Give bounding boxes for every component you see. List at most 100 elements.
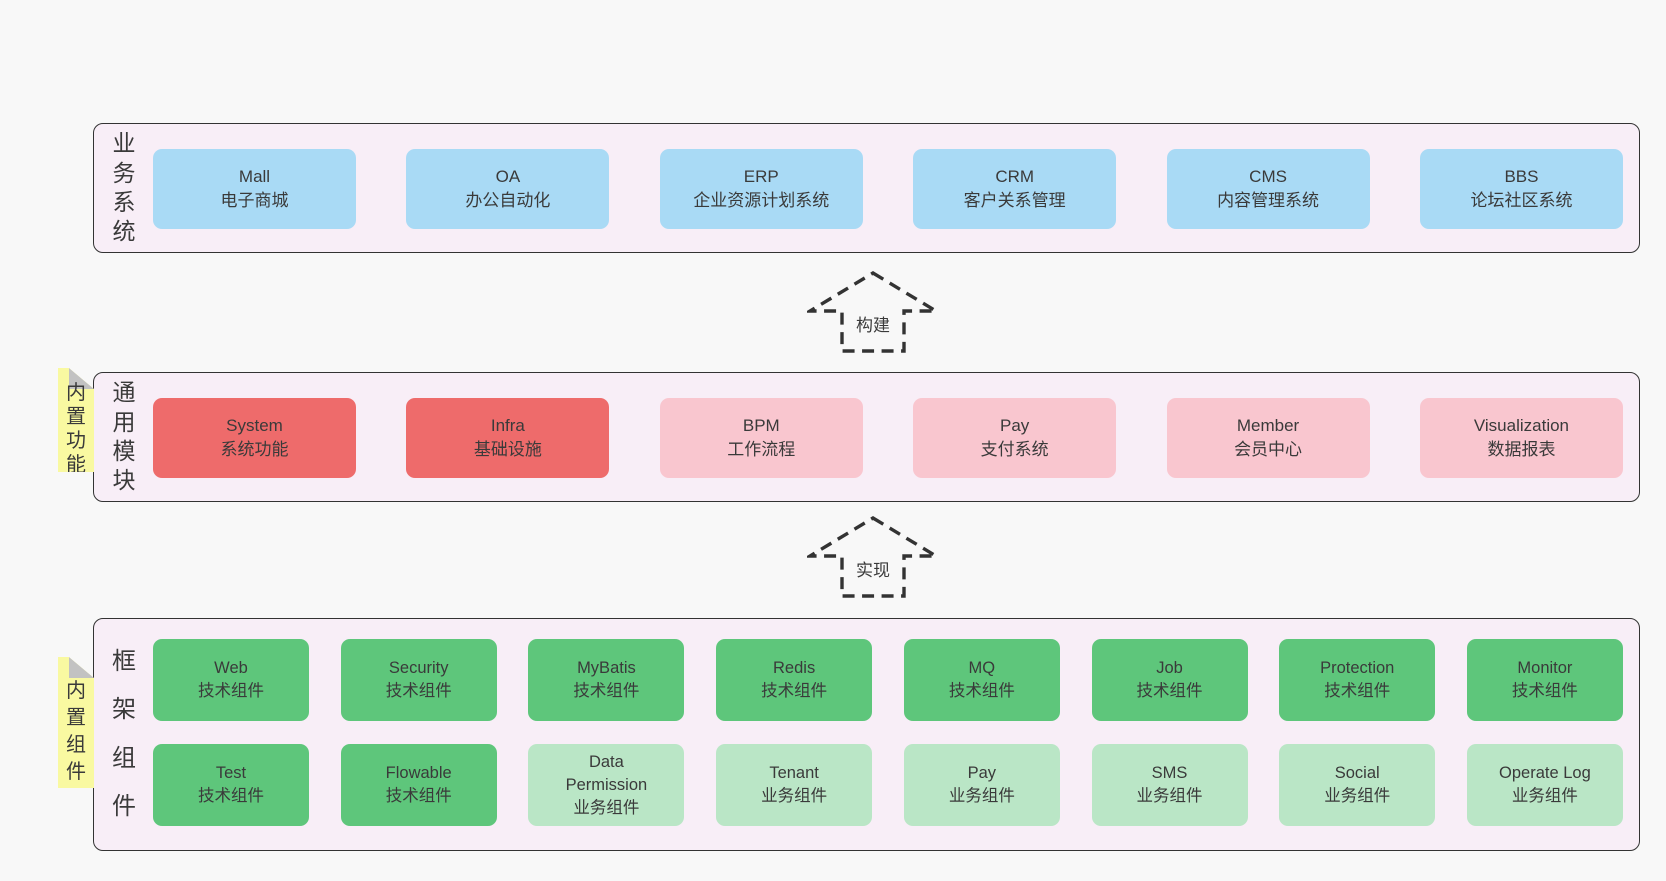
box-test: Test 技术组件 <box>153 744 309 826</box>
vertical-label-char: 能 <box>66 454 86 476</box>
box-text-line: 技术组件 <box>385 682 452 700</box>
box-text-line: 技术组件 <box>198 787 264 805</box>
box-text-line: 技术组件 <box>198 682 264 700</box>
vertical-label-char: 内 <box>66 382 86 404</box>
sticky-note-label: 内置组件 <box>58 678 94 785</box>
vertical-label-char: 统 <box>112 218 136 245</box>
vertical-label-char: 组 <box>112 744 136 772</box>
vertical-label-char: 组 <box>66 734 86 756</box>
layer-label-common-modules: 通用模块 <box>96 373 152 501</box>
box-text-line: ERP <box>743 167 779 186</box>
box-erp: ERP 企业资源计划系统 <box>659 149 863 229</box>
vertical-label-char: 置 <box>66 406 86 428</box>
box-text-line: SMS <box>1151 764 1188 782</box>
implement-arrow: 实现 <box>807 515 939 599</box>
box-text-line: 会员中心 <box>1234 440 1303 459</box>
dashed-up-arrow-icon <box>807 271 939 353</box>
vertical-label-char: 块 <box>112 467 136 494</box>
box-text-line: Protection <box>1320 659 1395 677</box>
vertical-label-char: 内 <box>66 680 86 702</box>
box-text-line: 办公自动化 <box>465 191 551 210</box>
box-text-line: 工作流程 <box>727 440 796 459</box>
box-job: Job 技术组件 <box>1091 639 1248 721</box>
box-text-line: Member <box>1236 416 1300 435</box>
box-crm: CRM 客户关系管理 <box>913 149 1117 229</box>
box-text-line: 企业资源计划系统 <box>693 191 830 210</box>
sticky-note-label: 内置功能 <box>58 382 94 472</box>
vertical-label-char: 置 <box>66 707 86 729</box>
box-text-line: Operate Log <box>1499 764 1591 782</box>
box-text-line: 业务组件 <box>1324 787 1391 805</box>
box-text-line: Web <box>214 659 248 677</box>
box-text-line: System <box>226 416 283 435</box>
box-text-line: Visualization <box>1473 416 1570 435</box>
vertical-label-char: 用 <box>112 408 136 435</box>
box-text-line: Monitor <box>1517 659 1573 677</box>
layer-label-framework-components: 框架组件 <box>96 619 152 850</box>
box-text-line: 技术组件 <box>1136 682 1203 700</box>
box-text-line: Infra <box>490 416 525 435</box>
build-arrow: 构建 <box>807 270 939 354</box>
build-arrow-label: 构建 <box>852 310 894 337</box>
box-text-line: 电子商城 <box>220 191 289 210</box>
box-text-line: Data <box>588 752 624 771</box>
box-text-line: 业务组件 <box>948 787 1015 805</box>
box-text-line: Test <box>215 764 247 782</box>
box-text-line: 技术组件 <box>1324 682 1391 700</box>
box-infra: Infra 基础设施 <box>406 398 610 478</box>
box-text-line: 支付系统 <box>980 440 1049 459</box>
box-text-line: 客户关系管理 <box>963 191 1066 210</box>
box-pay: Pay 业务组件 <box>903 744 1060 826</box>
box-text-line: 技术组件 <box>761 682 828 700</box>
box-text-line: Social <box>1334 764 1380 782</box>
sticky-note-builtin-components: 内置组件 <box>58 657 94 788</box>
box-text-line: Tenant <box>769 764 819 782</box>
vertical-label-char: 模 <box>112 438 136 464</box>
box-text-line: 内容管理系统 <box>1217 191 1320 210</box>
box-text-line: 基础设施 <box>473 440 542 459</box>
box-text-line: OA <box>495 167 521 186</box>
box-social: Social 业务组件 <box>1279 744 1436 826</box>
box-text-line: Pay <box>1000 416 1030 435</box>
implement-arrow-label: 实现 <box>852 555 894 582</box>
box-security: Security 技术组件 <box>340 639 497 721</box>
layer-label-business-systems: 业务系统 <box>96 124 152 252</box>
box-text-line: 业务组件 <box>1136 787 1203 805</box>
box-monitor: Monitor 技术组件 <box>1466 639 1623 721</box>
box-text-line: CRM <box>995 167 1035 186</box>
box-redis: Redis 技术组件 <box>716 639 873 721</box>
box-text-line: 业务组件 <box>573 798 640 817</box>
box-text-line: Job <box>1156 659 1183 677</box>
box-visualization: Visualization 数据报表 <box>1419 398 1623 478</box>
box-text-line: 技术组件 <box>1511 682 1578 700</box>
vertical-label-char: 架 <box>112 696 136 724</box>
vertical-label-char: 件 <box>66 761 86 783</box>
box-text-line: 数据报表 <box>1487 440 1556 459</box>
box-text-line: Redis <box>773 659 816 677</box>
box-text-line: Security <box>388 659 449 677</box>
vertical-label-char: 业 <box>112 130 136 157</box>
box-text-line: Pay <box>967 764 997 782</box>
box-member: Member 会员中心 <box>1166 398 1370 478</box>
box-pay: Pay 支付系统 <box>913 398 1117 478</box>
box-text-line: Permission <box>565 775 648 794</box>
box-text-line: 技术组件 <box>573 682 640 700</box>
box-text-line: MQ <box>968 659 996 677</box>
box-text-line: 论坛社区系统 <box>1470 191 1573 210</box>
box-text-line: BBS <box>1504 167 1539 186</box>
